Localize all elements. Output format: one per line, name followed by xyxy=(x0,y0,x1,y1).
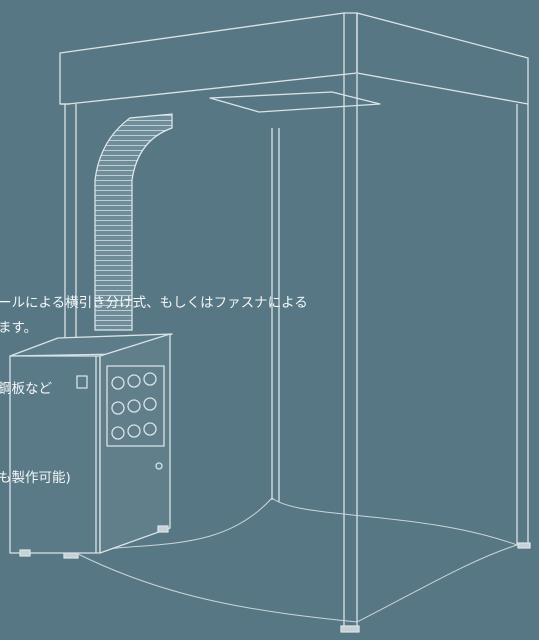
dust-collector-unit xyxy=(9,333,173,557)
indicator-light xyxy=(76,375,88,389)
spec-text-line-2: ます。 xyxy=(0,320,38,336)
spec-text-line-1: ールによる横引き分け式、もしくはファスナによる xyxy=(0,295,308,311)
spec-text-line-4: も製作可能) xyxy=(0,470,71,486)
booth-frame xyxy=(59,12,531,633)
spec-text-line-3: 鋼板など xyxy=(0,381,52,397)
flexible-duct xyxy=(94,113,173,331)
